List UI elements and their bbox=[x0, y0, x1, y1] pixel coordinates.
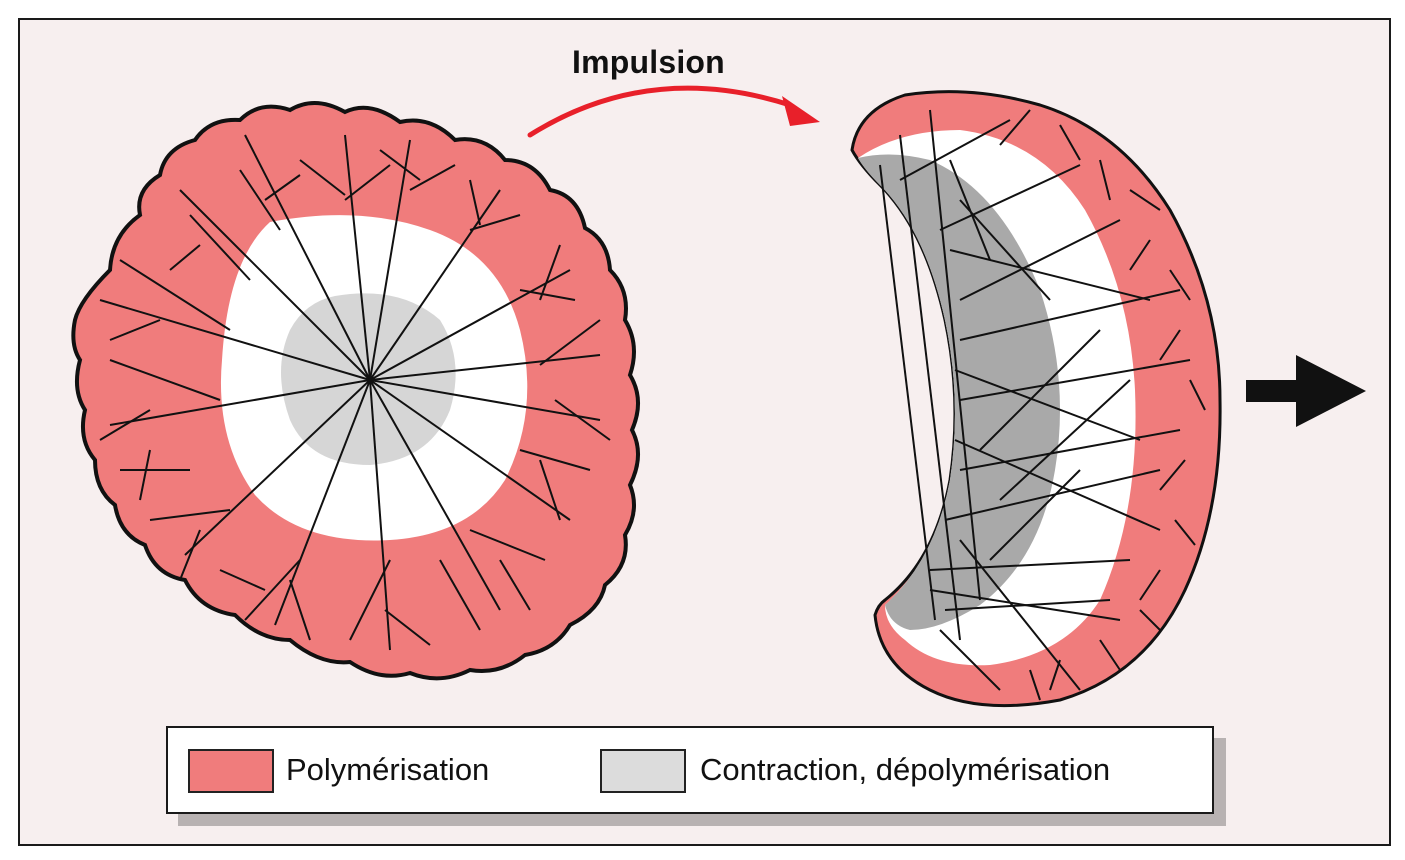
legend: Polymérisation Contraction, dépolymérisa… bbox=[166, 726, 1214, 814]
round-cell bbox=[71, 101, 640, 681]
legend-label-contraction: Contraction, dépolymérisation bbox=[700, 752, 1111, 787]
curved-red-arrow-icon bbox=[527, 85, 820, 138]
legend-label-polymerisation: Polymérisation bbox=[286, 752, 490, 787]
crescent-cell bbox=[850, 90, 1222, 708]
crescent-cell-filaments bbox=[879, 109, 1206, 701]
legend-swatch-contraction bbox=[600, 749, 686, 793]
round-cell-filaments bbox=[99, 134, 611, 651]
legend-swatch-polymerisation bbox=[188, 749, 274, 793]
right-arrow-icon bbox=[1246, 355, 1366, 427]
impulse-label: Impulsion bbox=[572, 44, 725, 80]
